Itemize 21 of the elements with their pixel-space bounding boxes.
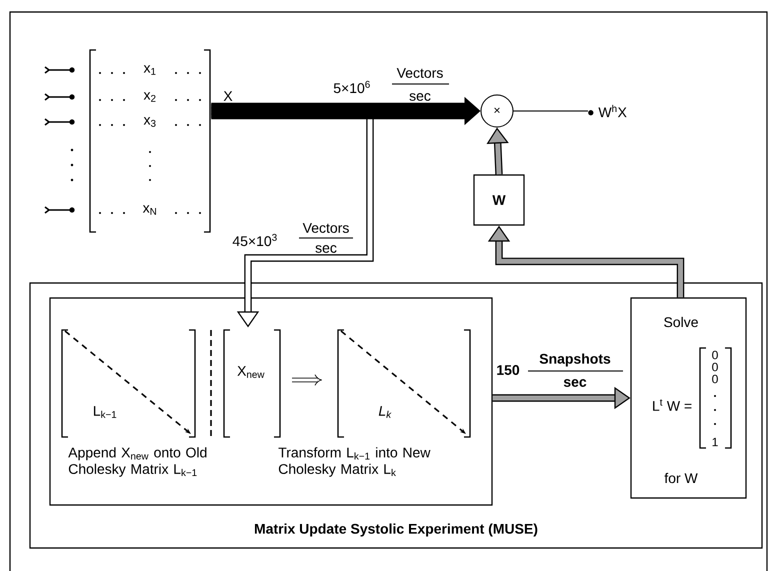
- edge-label: 45×10$^{3}$: [232, 234, 277, 246]
- node-label: x$_{2}$: [144, 92, 156, 102]
- unit-label: Vectors: [302, 223, 349, 233]
- unit-label: Vectors: [396, 68, 443, 78]
- solver-box: Solve L$^{t}$ W = 0 0 0 1 for W: [630, 297, 747, 499]
- unit-label: sec: [410, 93, 431, 101]
- edge-label: 5×10$^{6}$: [334, 80, 370, 94]
- edge-label: 150: [497, 365, 520, 375]
- process-box: L$_{k−1}$ X$_{new}$ L$_{k}$ Append X$_{new}$ onto Old Cholesky Matrix L$_{k−1}$ Transform L$_{k−1}$ into New Cholesky Matrix L$_{k}$: [49, 297, 493, 506]
- weight-box: W: [473, 174, 525, 226]
- data-matrix: x$_{1}$ x$_{2}$ x$_{3}$ x$_{N}$: [89, 49, 211, 233]
- unit-label: sec: [564, 379, 586, 387]
- connector-line: [513, 110, 588, 112]
- node-label: x$_{3}$: [144, 117, 156, 127]
- node-label: W$^{h}$X: [598, 104, 627, 118]
- unit-label: Snapshots: [540, 353, 610, 367]
- output-terminal: W$^{h}$X: [588, 104, 627, 118]
- node-label: x$_{N}$: [142, 205, 156, 215]
- unit-label: sec: [316, 245, 337, 253]
- node-label: x$_{1}$: [144, 65, 156, 75]
- matrix-label: X: [224, 91, 232, 101]
